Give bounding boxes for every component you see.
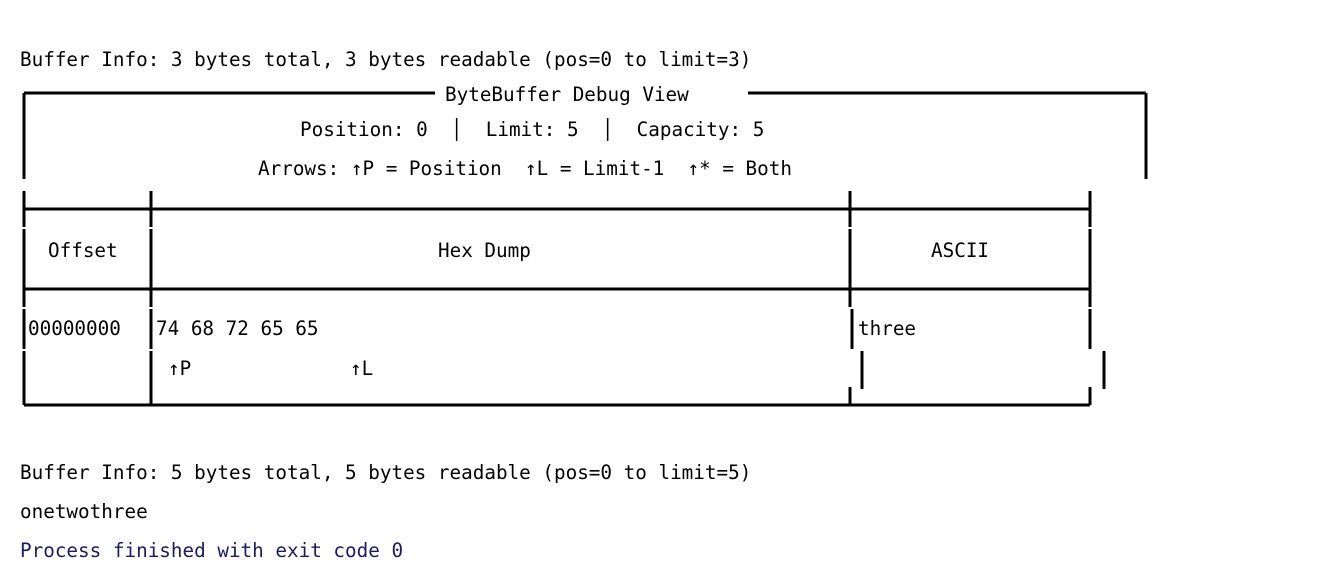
- table-row-offset: 00000000: [28, 317, 121, 340]
- position-limit-capacity-row: Position: 0 │ Limit: 5 │ Capacity: 5: [300, 117, 764, 141]
- buffer-info-line-1: Buffer Info: 3 bytes total, 3 bytes read…: [20, 48, 752, 71]
- arrows-legend-row: Arrows: ↑P = Position ↑L = Limit-1 ↑* = …: [258, 157, 792, 180]
- result-string-line: onetwothree: [20, 500, 148, 523]
- buffer-info-line-2: Buffer Info: 5 bytes total, 5 bytes read…: [20, 461, 752, 484]
- table-row-ascii: three: [858, 317, 916, 340]
- column-header-hex-dump: Hex Dump: [438, 239, 531, 262]
- process-exit-line: Process finished with exit code 0: [20, 539, 404, 562]
- bytebuffer-debug-view-box: ByteBuffer Debug View Position: 0 │ Limi…: [22, 83, 1148, 407]
- arrow-limit-marker: ↑L: [350, 357, 373, 380]
- arrow-position-marker: ↑P: [168, 357, 191, 380]
- debug-view-title: ByteBuffer Debug View: [445, 83, 689, 106]
- column-header-ascii: ASCII: [931, 239, 989, 262]
- table-row-hex: 74 68 72 65 65: [156, 317, 319, 340]
- column-header-offset: Offset: [48, 239, 118, 262]
- blank-line: [20, 414, 1342, 453]
